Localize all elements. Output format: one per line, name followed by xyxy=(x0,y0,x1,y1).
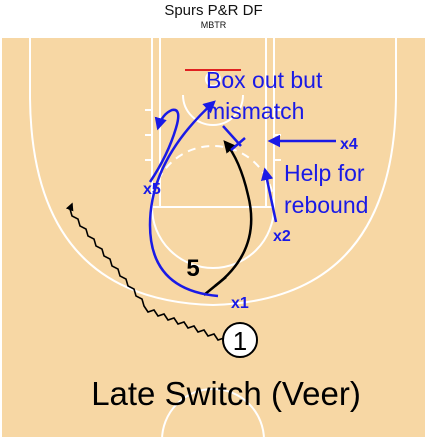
defender-x1-label: x1 xyxy=(231,295,249,312)
rim xyxy=(205,71,221,87)
x2-arrow xyxy=(260,167,278,223)
offense-1-dribble xyxy=(65,202,225,341)
defender-x5-label: x5 xyxy=(143,181,161,198)
defender-x4-label: x4 xyxy=(340,136,358,153)
defender-x2-label: x2 xyxy=(273,228,291,245)
offense-5-screen-roll xyxy=(203,140,253,296)
box-out-note-line1: Box out but xyxy=(206,67,323,93)
box-out-mark xyxy=(222,125,246,151)
diagram-title: Spurs P&R DF xyxy=(164,2,263,19)
box-out-note-line2: mismatch xyxy=(206,98,304,124)
offense-5-label: 5 xyxy=(186,255,199,282)
help-note-line1: Help for xyxy=(284,160,365,186)
play-caption: Late Switch (Veer) xyxy=(91,375,361,412)
offense-1-label: 1 xyxy=(233,326,247,356)
help-note-line2: rebound xyxy=(284,192,368,218)
x5-recover-path xyxy=(148,108,180,183)
diagram-subtitle: MBTR xyxy=(200,20,227,30)
offense-1-marker xyxy=(222,322,258,358)
x1-switch-path xyxy=(148,100,219,298)
